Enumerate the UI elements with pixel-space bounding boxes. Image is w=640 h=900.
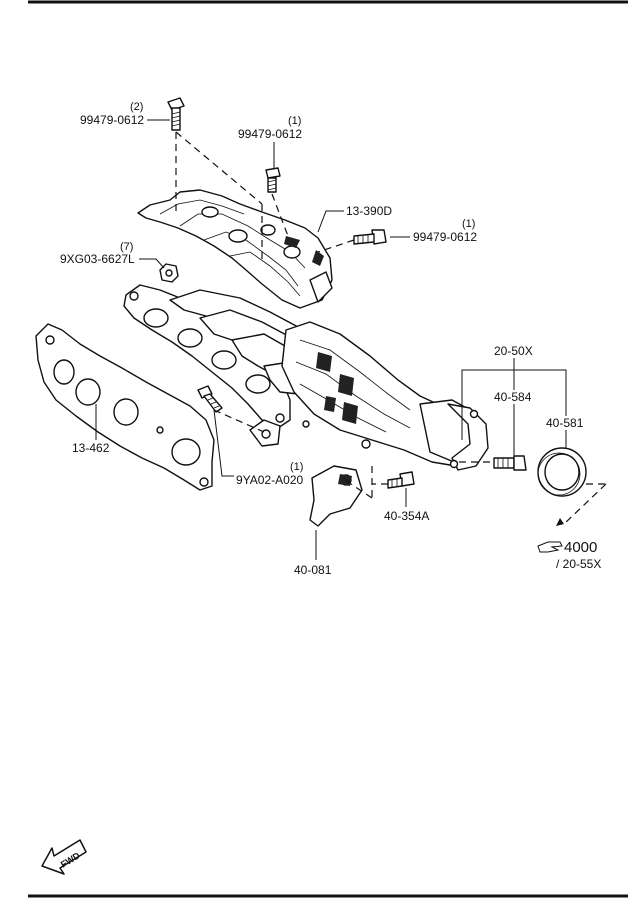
leader-lines [95,119,567,560]
arrow-to-ref [556,518,564,526]
heat-insulator [137,189,333,309]
dashed-guides [175,131,607,525]
stud [493,455,527,471]
bolt-top-mid [265,167,281,193]
stud-bolt [197,385,223,413]
bracket-bolt [387,471,415,489]
fwd-arrow-icon: FWD [41,839,87,875]
bracket-label: 40-081 [294,563,332,577]
nut [159,263,179,283]
stud-bolt-label: 9YA02-A020 [236,473,303,487]
pointing-hand-icon [537,541,563,553]
stud-label: 40-584 [494,390,532,404]
bolt-right-label: 99479-0612 [413,230,477,244]
bolt-right-qty: (1) [462,218,475,230]
exhaust-manifold [123,284,489,471]
bracket-bolt-label: 40-354A [384,509,429,523]
stud-bolt-qty: (1) [290,461,303,473]
group-label: 20-50X [494,344,533,358]
ref-main-label[interactable]: 4000 [564,539,597,556]
bolt-top-left [167,97,185,131]
gasket [35,323,215,491]
bolt-top-left-qty: (2) [130,101,143,113]
ref-sub-label[interactable]: / 20-55X [556,557,601,571]
bolt-top-mid-label: 99479-0612 [238,127,302,141]
ring-gasket-label: 40-581 [546,416,584,430]
bolt-top-left-label: 99479-0612 [80,113,144,127]
bolt-right [353,229,387,245]
bracket [309,465,363,527]
bolt-top-mid-qty: (1) [288,115,301,127]
gasket-label: 13-462 [72,441,110,455]
nut-qty: (7) [120,241,133,253]
nut-label: 9XG03-6627L [60,252,135,266]
ring-gasket [537,447,587,497]
heat-insulator-label: 13-390D [346,204,392,218]
